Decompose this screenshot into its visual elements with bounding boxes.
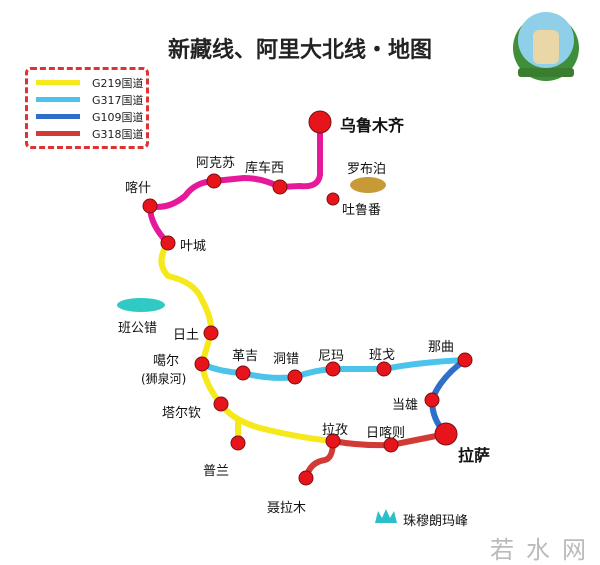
label-kuqa: 库车西 bbox=[245, 161, 285, 176]
label-lhasa: 拉萨 bbox=[458, 446, 491, 465]
label-urumqi: 乌鲁木齐 bbox=[340, 116, 405, 135]
node-kashgar bbox=[142, 198, 158, 214]
label-everest: 珠穆朗玛峰 bbox=[403, 514, 469, 529]
label-nyima: 尼玛 bbox=[318, 349, 345, 364]
legend-g109: G109国道 bbox=[36, 108, 146, 125]
node-damxung bbox=[424, 392, 440, 408]
label-lop-nur: 罗布泊 bbox=[347, 162, 387, 177]
legend-label: G318国道 bbox=[92, 127, 144, 141]
label-burang: 普兰 bbox=[203, 464, 230, 479]
node-lhasa bbox=[434, 422, 458, 446]
node-lhatse bbox=[325, 433, 341, 449]
label-kashgar: 喀什 bbox=[125, 181, 152, 196]
node-rutog bbox=[203, 325, 219, 341]
node-dongco bbox=[287, 369, 303, 385]
legend-label: G109国道 bbox=[92, 110, 144, 124]
node-aksu bbox=[206, 173, 222, 189]
node-shigatse bbox=[383, 437, 399, 453]
node-kuqa bbox=[272, 179, 288, 195]
label-geji: 革吉 bbox=[232, 349, 259, 364]
logo bbox=[513, 12, 579, 81]
label-dongco: 洞错 bbox=[273, 352, 300, 367]
node-turpan bbox=[326, 192, 340, 206]
route-g318 bbox=[303, 431, 449, 481]
node-burang bbox=[230, 435, 246, 451]
lake-bangong bbox=[117, 298, 165, 312]
lake-lop-nur bbox=[350, 177, 386, 193]
node-yecheng bbox=[160, 235, 176, 251]
mountain-icon bbox=[375, 509, 397, 523]
label-bangong: 班公错 bbox=[118, 321, 158, 336]
label-shiquanhe: (狮泉河) bbox=[141, 372, 187, 386]
label-nyalam: 聂拉木 bbox=[267, 501, 307, 516]
label-damxung: 当雄 bbox=[392, 398, 419, 413]
node-baingoin bbox=[376, 361, 392, 377]
label-tarchen: 塔尔钦 bbox=[162, 406, 202, 421]
legend-label: G317国道 bbox=[92, 93, 144, 107]
watermark: 若水网 bbox=[490, 536, 598, 564]
map-title: 新藏线、阿里大北线・地图 bbox=[167, 38, 432, 63]
node-nyalam bbox=[298, 470, 314, 486]
node-urumqi bbox=[308, 110, 332, 134]
label-rutog: 日土 bbox=[173, 328, 200, 343]
legend-label: G219国道 bbox=[92, 76, 144, 90]
node-geji bbox=[235, 365, 251, 381]
node-nagqu bbox=[457, 352, 473, 368]
label-lhatse: 拉孜 bbox=[322, 423, 349, 438]
label-shigatse: 日喀则 bbox=[366, 426, 406, 441]
node-gar bbox=[194, 356, 210, 372]
legend-g317: G317国道 bbox=[36, 91, 146, 108]
label-baingoin: 班戈 bbox=[369, 348, 396, 363]
legend: G219国道 G317国道 G109国道 G318国道 bbox=[25, 67, 149, 149]
node-nyima bbox=[325, 361, 341, 377]
node-tarchen bbox=[213, 396, 229, 412]
label-turpan: 吐鲁番 bbox=[342, 203, 382, 218]
label-nagqu: 那曲 bbox=[428, 340, 455, 355]
legend-g219: G219国道 bbox=[36, 74, 146, 91]
legend-g318: G318国道 bbox=[36, 125, 146, 142]
label-yecheng: 叶城 bbox=[180, 239, 207, 254]
label-gar: 噶尔 bbox=[153, 354, 180, 369]
label-aksu: 阿克苏 bbox=[196, 156, 236, 171]
route-xinjiang bbox=[147, 119, 323, 246]
